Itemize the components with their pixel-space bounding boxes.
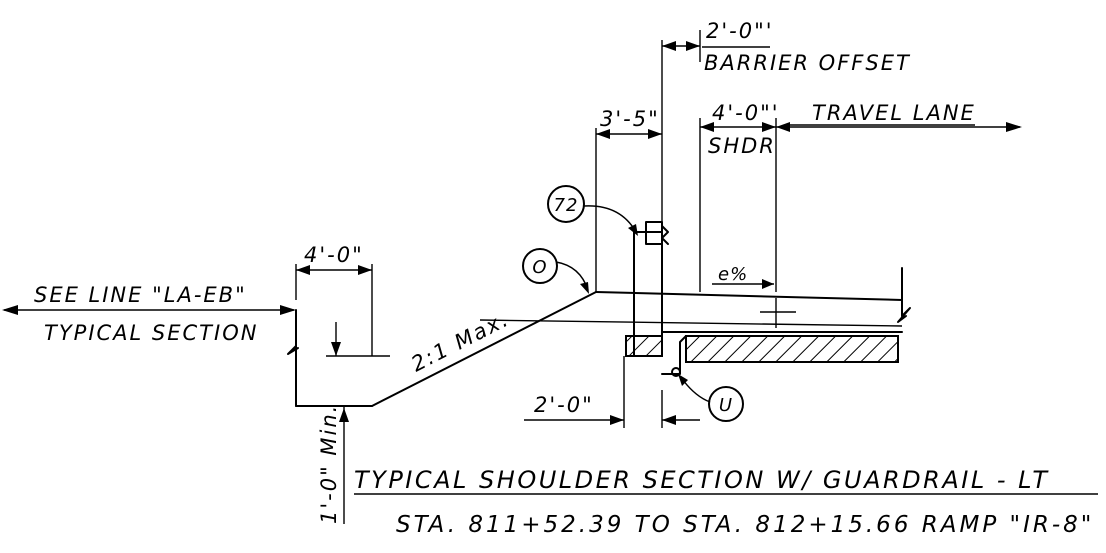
travel-lane-label: TRAVEL LANE [812, 101, 976, 125]
guardrail-post [625, 221, 669, 357]
ditch-width-dimension: 4'-0" [295, 243, 390, 357]
ditch-depth-dimension: 1'-0" Min. [317, 404, 349, 524]
shoulder-dimension: 4'-0"' SHDR [699, 101, 780, 292]
side-note-line1: SEE LINE "LA-EB" [34, 283, 247, 307]
roadway-section: e% [479, 264, 911, 375]
post-width-dimension: 3'-5" [595, 107, 662, 292]
post-width-value: 3'-5" [600, 107, 660, 131]
side-note-line2: TYPICAL SECTION [44, 321, 258, 345]
callout-hinge-letter: O [532, 257, 547, 278]
callout-guardrail: 72 [547, 185, 638, 236]
callout-guardrail-number: 72 [554, 195, 579, 216]
ditch-width-value: 4'-0" [304, 243, 364, 267]
cross-slope-label: e% [718, 264, 748, 285]
travel-lane-dimension: TRAVEL LANE [776, 101, 1022, 132]
bottom-offset-dimension: 2'-0" [524, 356, 700, 428]
barrier-offset-value: 2'-0"' [706, 19, 774, 43]
drawing-title: TYPICAL SHOULDER SECTION W/ GUARDRAIL - … [354, 466, 1098, 538]
callout-underdrain: U [671, 367, 744, 422]
barrier-offset-dimension: 2'-0"' BARRIER OFFSET [661, 19, 911, 292]
ditch-depth-value: 1'-0" Min. [317, 404, 341, 524]
callout-hinge-point: O [522, 248, 589, 294]
barrier-offset-label: BARRIER OFFSET [704, 51, 911, 75]
callout-underdrain-letter: U [719, 395, 733, 416]
bottom-offset-value: 2'-0" [534, 393, 594, 417]
side-note: SEE LINE "LA-EB" TYPICAL SECTION [2, 283, 296, 345]
shoulder-value: 4'-0"' [712, 101, 780, 125]
shoulder-label: SHDR [708, 134, 776, 158]
title-station: STA. 811+52.39 TO STA. 812+15.66 RAMP "I… [396, 512, 1094, 538]
title-main: TYPICAL SHOULDER SECTION W/ GUARDRAIL - … [354, 466, 1050, 494]
